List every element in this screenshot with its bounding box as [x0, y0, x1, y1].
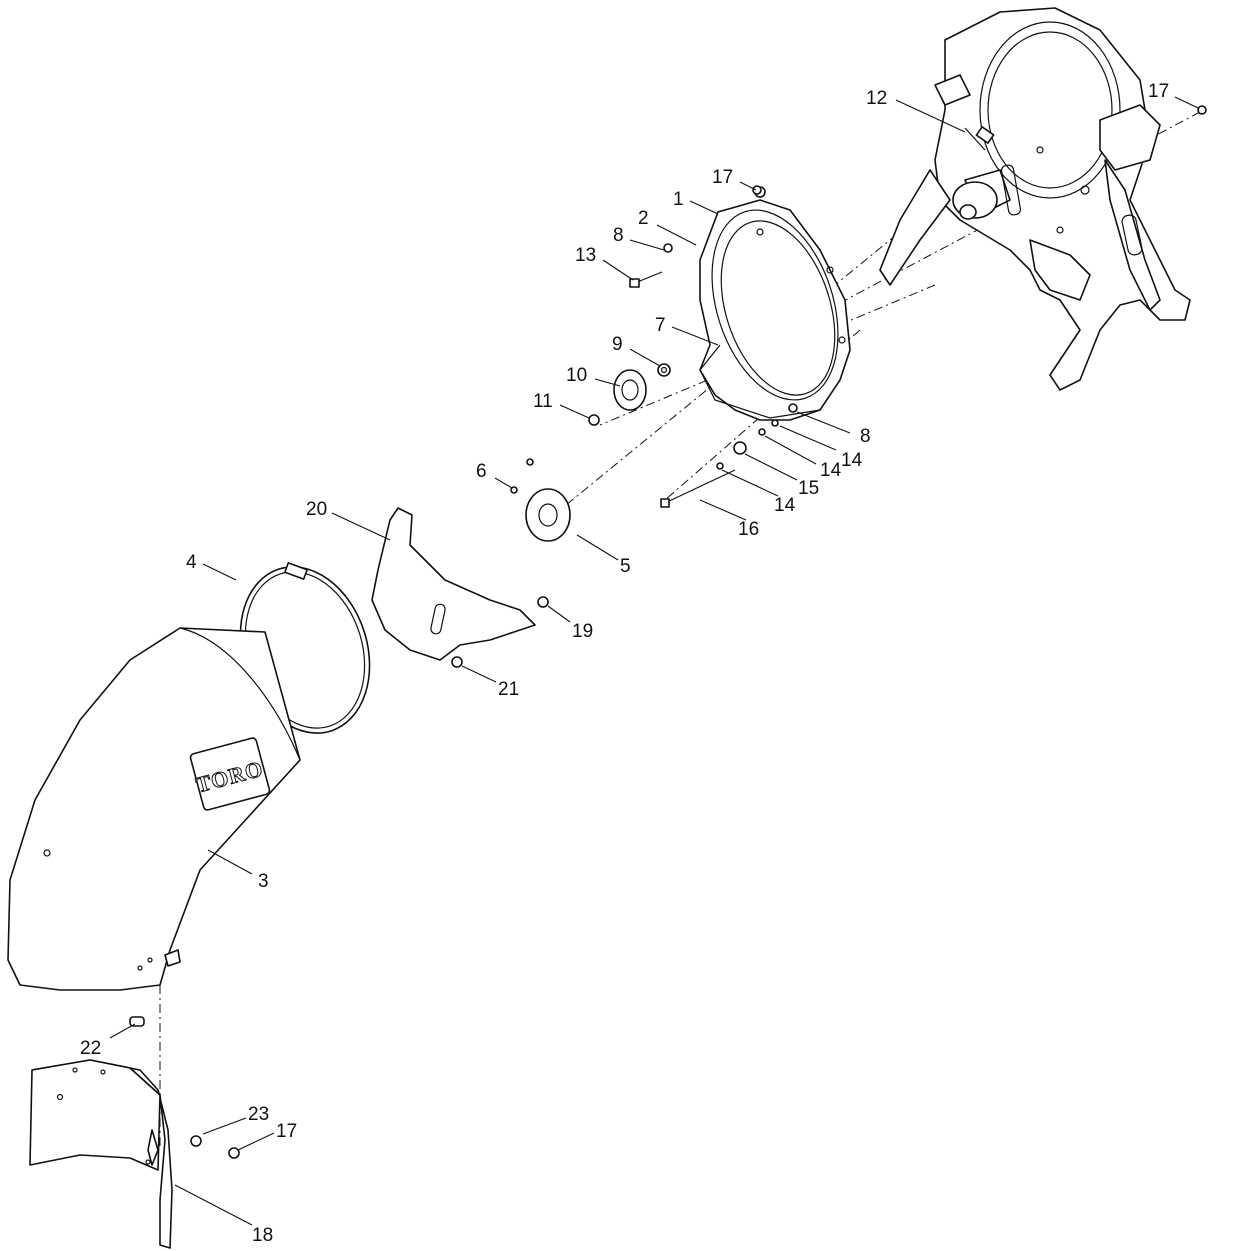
callout-2: 2	[638, 208, 649, 229]
callout-14a: 14	[841, 450, 863, 471]
callout-8b: 8	[860, 426, 871, 447]
callout-14b: 14	[820, 460, 842, 481]
callouts: 1 2 3 4 5 6 7 8 8 9 10 11 12 13 14 14 14…	[80, 81, 1169, 1246]
callout-12: 12	[866, 88, 887, 109]
callout-22: 22	[80, 1038, 101, 1059]
callout-5: 5	[620, 556, 631, 577]
chute-deflector	[29, 1059, 173, 1249]
callout-17a: 17	[712, 167, 733, 188]
callout-21: 21	[498, 679, 519, 700]
callout-15: 15	[798, 478, 819, 499]
discharge-chute: TORO	[7, 627, 301, 991]
callout-6: 6	[476, 461, 487, 482]
callout-8a: 8	[613, 225, 624, 246]
callout-7: 7	[655, 315, 666, 336]
callout-18: 18	[252, 1225, 273, 1246]
hardware	[129, 105, 1207, 1159]
callout-23: 23	[248, 1104, 269, 1125]
callout-13: 13	[575, 245, 596, 266]
blower-housing-frame	[879, 7, 1191, 391]
callout-17b: 17	[1148, 81, 1169, 102]
callout-14c: 14	[774, 495, 796, 516]
impeller-housing-plate	[699, 199, 851, 421]
callout-1: 1	[673, 189, 684, 210]
leader-lines	[109, 96, 1199, 1226]
callout-4: 4	[186, 552, 197, 573]
callout-9: 9	[612, 334, 623, 355]
callout-11: 11	[533, 391, 553, 412]
callout-20: 20	[306, 499, 327, 520]
bolt-12	[964, 126, 995, 151]
callout-19: 19	[572, 621, 593, 642]
callout-10: 10	[566, 365, 587, 386]
callout-17c: 17	[276, 1121, 297, 1142]
callout-16: 16	[738, 519, 759, 540]
callout-3: 3	[258, 871, 269, 892]
belt-guard	[371, 507, 536, 661]
